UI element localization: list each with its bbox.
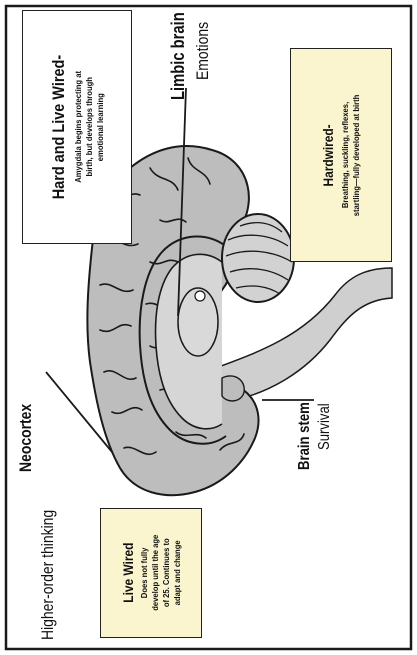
label-brainstem-title: Brain stem bbox=[296, 402, 314, 470]
callout-hard-and-live-wired: Hard and Live Wired- Amygdala begins pro… bbox=[22, 10, 132, 244]
callout-live-wired: Live Wired Does not fully develop until … bbox=[100, 508, 202, 638]
callout-hardwired-line: Breathing, suckling, reflexes, bbox=[340, 102, 351, 208]
label-neocortex-title: Neocortex bbox=[16, 404, 36, 472]
callout-live-wired-line: develop until the age bbox=[150, 535, 161, 611]
cerebellum bbox=[222, 214, 294, 302]
callout-live-wired-header: Live Wired bbox=[120, 543, 136, 603]
callout-hard-live-line: emotional learning bbox=[95, 93, 106, 161]
label-limbic-sub: Emotions bbox=[193, 22, 213, 80]
amygdala-shape bbox=[222, 376, 244, 401]
callout-hard-live-line: Amygdala begins protecting at bbox=[73, 71, 84, 183]
label-brainstem-sub: Survival bbox=[316, 403, 334, 450]
callout-hard-live-line: birth, but develops through bbox=[84, 77, 95, 176]
label-limbic-title: Limbic brain bbox=[168, 12, 189, 100]
callout-live-wired-line: Does not fully bbox=[139, 548, 150, 599]
callout-hardwired-line: startling—fully developed at birth bbox=[351, 94, 362, 216]
pineal-shape bbox=[195, 291, 205, 301]
callout-hardwired-header: Hardwired- bbox=[320, 124, 336, 186]
callout-hard-live-header: Hard and Live Wired- bbox=[49, 55, 69, 199]
callout-live-wired-line: adapt and change bbox=[172, 540, 183, 605]
callout-live-wired-line: of 25. Continues to bbox=[161, 539, 172, 608]
callout-hardwired: Hardwired- Breathing, suckling, reflexes… bbox=[290, 48, 392, 262]
label-neocortex-sub: Higher-order thinking bbox=[38, 510, 58, 640]
